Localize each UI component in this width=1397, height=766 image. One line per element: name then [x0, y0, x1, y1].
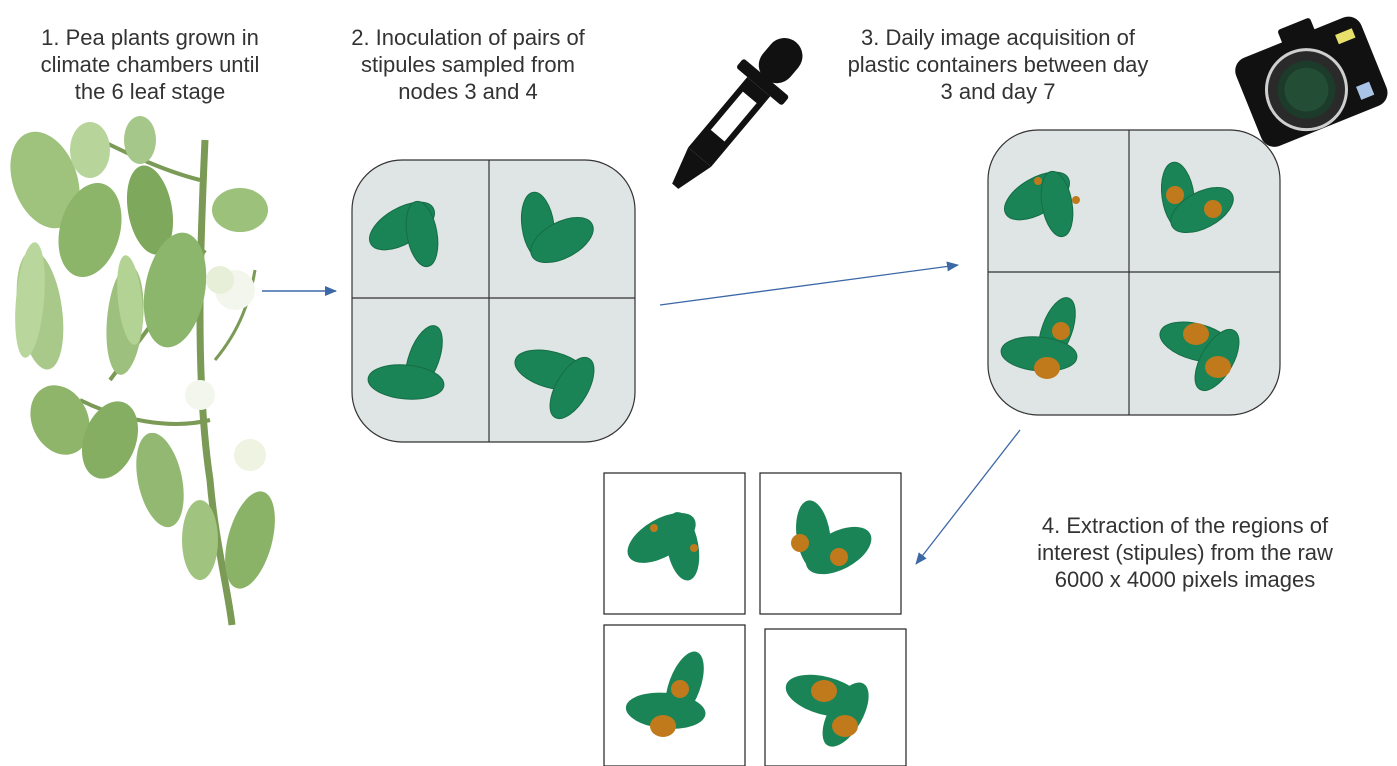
lesions — [1034, 177, 1231, 379]
step-3-line-3: 3 and day 7 — [940, 79, 1056, 104]
step-2-line-1: 2. Inoculation of pairs of — [351, 25, 585, 50]
imaging-container — [987, 129, 1281, 416]
step-3-line-2: plastic containers between day — [847, 52, 1149, 77]
arrow-inoculation-to-imaging — [659, 261, 959, 306]
arrow-imaging-to-extraction — [915, 429, 1021, 565]
step-4-line-3: 6000 x 4000 pixels images — [1054, 567, 1316, 592]
step-4-line-1: 4. Extraction of the regions of — [1041, 513, 1329, 538]
step-1-line-1: 1. Pea plants grown in — [41, 25, 259, 50]
step-2-caption: 2. Inoculation of pairs of stipules samp… — [318, 24, 618, 105]
step-1-line-3: the 6 leaf stage — [74, 79, 226, 104]
step-1-line-2: climate chambers until — [40, 52, 260, 77]
pea-plant-illustration — [10, 116, 275, 626]
step-4-line-2: interest (stipules) from the raw — [1037, 540, 1333, 565]
step-3-caption: 3. Daily image acquisition of plastic co… — [808, 24, 1188, 105]
step-1-caption: 1. Pea plants grown in climate chambers … — [0, 24, 300, 105]
inoculation-container — [351, 159, 636, 443]
step-4-caption: 4. Extraction of the regions of interest… — [985, 512, 1385, 593]
roi-tile — [603, 472, 746, 615]
roi-tile — [764, 628, 907, 766]
roi-tile — [759, 472, 902, 615]
pipette-icon — [672, 38, 803, 189]
camera-icon — [1235, 16, 1388, 147]
step-2-line-2: stipules sampled from — [361, 52, 575, 77]
roi-tile — [603, 624, 746, 766]
step-3-line-1: 3. Daily image acquisition of — [861, 25, 1135, 50]
step-2-line-3: nodes 3 and 4 — [398, 79, 538, 104]
